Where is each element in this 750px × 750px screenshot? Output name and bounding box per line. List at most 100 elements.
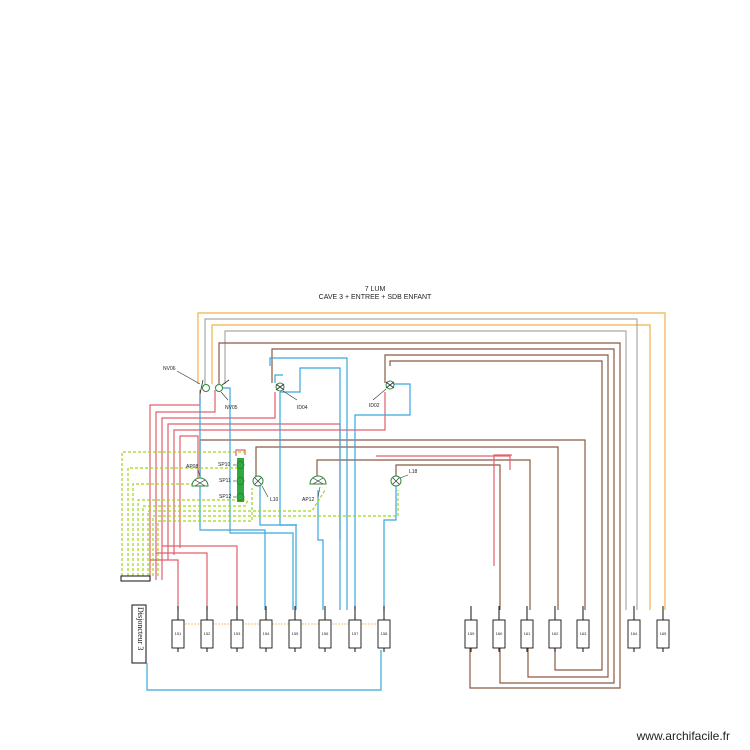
wire-brown-h: [395, 464, 501, 610]
wire-earth-5: [142, 499, 249, 576]
wire-orange-inner: [211, 324, 651, 610]
wire-earth-6: [147, 489, 326, 576]
terminal-label: 157: [351, 631, 359, 636]
wire-brown-c: [384, 354, 609, 678]
terminal-block: [348, 606, 362, 652]
terminal-label: 164: [630, 631, 638, 636]
label-id04: ID04: [297, 405, 308, 411]
wire-red-6: [179, 435, 199, 548]
terminal-block: [656, 606, 670, 652]
wire-red-3: [161, 392, 276, 580]
label-nv05: NV05: [225, 405, 238, 411]
label-nv06: NV06: [163, 366, 176, 372]
wire-earth-1: [121, 451, 245, 576]
wire-red-t153: [162, 545, 238, 610]
terminal-label: 161: [523, 631, 531, 636]
terminal-label: 163: [579, 631, 587, 636]
blue-wires: [146, 357, 411, 691]
wire-earth-4: [137, 499, 245, 576]
terminal-label: 162: [551, 631, 559, 636]
wire-red-t158: [376, 455, 511, 470]
wire-red-t160: [493, 454, 512, 566]
wire-blue-7: [317, 490, 324, 610]
wire-red-t152: [156, 552, 208, 610]
switch-nv06: [199, 379, 210, 395]
terminal-block: [200, 606, 214, 652]
wire-brown-b: [271, 348, 615, 684]
terminal-block: [259, 606, 273, 652]
terminal-label: 159: [467, 631, 475, 636]
terminal-label: 155: [291, 631, 299, 636]
terminals: [171, 606, 670, 652]
switch-id02: [385, 380, 395, 390]
label-sp11: SP11: [219, 478, 231, 484]
title-line-1: 7 LUM: [364, 286, 386, 293]
terminal-block: [492, 606, 506, 652]
label-id02: ID02: [369, 403, 380, 409]
orange-grey-loop-wires: [197, 312, 666, 610]
terminal-block: [288, 606, 302, 652]
wire-blue-3: [279, 392, 297, 526]
wire-earth-7: [152, 490, 399, 576]
wire-blue-5: [354, 383, 411, 610]
label-ap08: AP08: [186, 464, 199, 470]
wire-brown-a: [218, 342, 621, 689]
breaker-label: Disjoncteur 3: [136, 607, 145, 651]
switch-id04: [275, 382, 285, 392]
terminal-block: [576, 606, 590, 652]
terminal-label: 151: [174, 631, 182, 636]
wire-brown-d: [389, 360, 603, 671]
terminal-label: 156: [321, 631, 329, 636]
breaker-box: [131, 604, 147, 664]
wire-blue-9: [269, 357, 348, 610]
lamp-l18: [390, 475, 402, 487]
wire-blue-10: [274, 374, 283, 383]
terminal-block: [318, 606, 332, 652]
terminal-label: 154: [262, 631, 270, 636]
watermark: www.archifacile.fr: [636, 729, 730, 743]
label-l10: L10: [270, 497, 279, 503]
wire-red-t151: [150, 559, 179, 610]
terminal-block: [520, 606, 534, 652]
wire-blue-1: [199, 396, 266, 610]
terminal-block: [171, 606, 185, 652]
terminal-block: [377, 606, 391, 652]
terminal-label: 153: [233, 631, 241, 636]
wire-earth-3: [132, 483, 192, 576]
terminal-label: 160: [495, 631, 503, 636]
label-leaders: [176, 370, 409, 498]
earth-wires: [121, 451, 399, 576]
wire-orange-outer: [197, 312, 666, 610]
earth-bar: [120, 575, 151, 582]
wall-light-ap12: [309, 475, 327, 485]
lamp-l10: [252, 475, 264, 487]
wire-blue-4: [280, 367, 341, 610]
label-sp10: SP10: [218, 462, 231, 468]
label-l18: L18: [409, 469, 418, 475]
wire-grey-1: [204, 318, 638, 610]
terminal-block: [230, 606, 244, 652]
terminal-label: 165: [659, 631, 667, 636]
wire-grey-2: [224, 330, 627, 610]
wire-brown-e: [199, 439, 586, 610]
wire-red-2: [155, 390, 216, 580]
wall-light-ap08: [191, 477, 209, 487]
wire-earth-8: [157, 488, 253, 576]
title-line-2: CAVE 3 + ENTREE + SDB ENFANT: [318, 294, 432, 301]
label-ap12: AP12: [302, 497, 315, 503]
switch-nv05: [215, 379, 230, 392]
wire-red-4: [167, 423, 341, 560]
wire-red-7: [235, 449, 246, 456]
wire-earth-2: [127, 467, 245, 576]
wire-brown-g: [316, 459, 531, 610]
socket-stack: [233, 458, 245, 502]
terminal-block: [464, 606, 478, 652]
wire-blue-6: [259, 478, 297, 610]
terminal-label: 152: [203, 631, 211, 636]
wire-blue-2: [220, 387, 294, 610]
label-sp12: SP12: [219, 494, 232, 500]
terminal-label: 158: [380, 631, 388, 636]
wire-blue-return: [146, 650, 382, 691]
terminal-block: [548, 606, 562, 652]
